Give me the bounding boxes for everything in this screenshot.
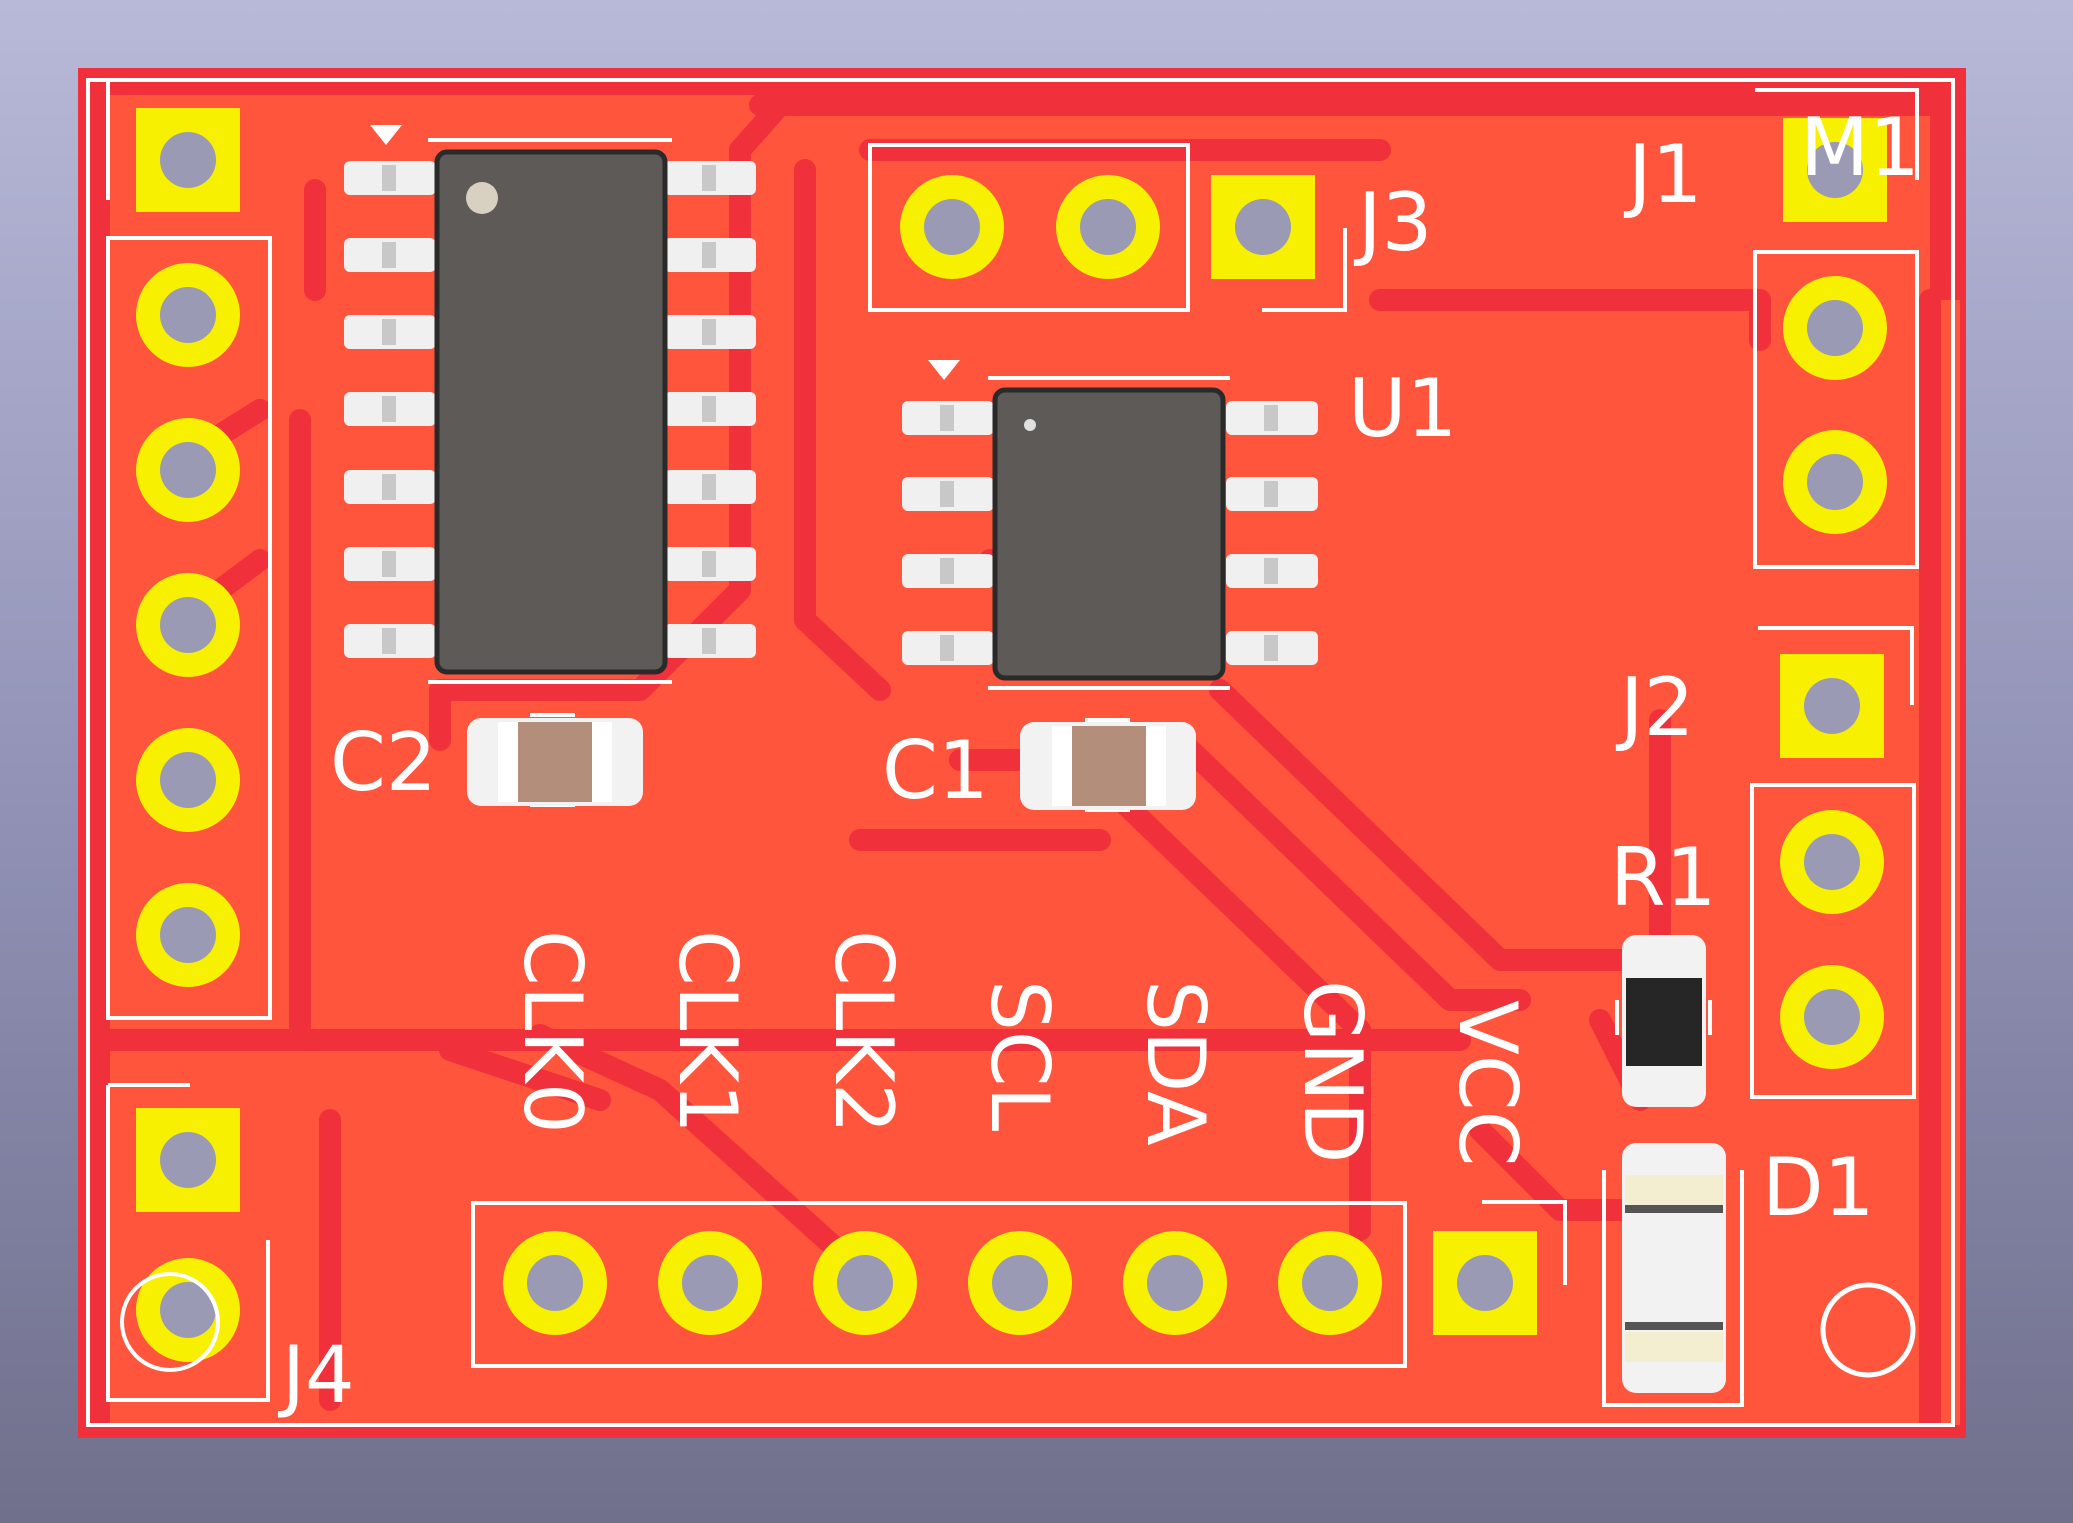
pin-label-clk2: CLK2 <box>817 930 910 1134</box>
d1-led <box>1602 1143 1744 1407</box>
j3-header <box>868 143 1347 312</box>
c2-capacitor <box>467 713 643 807</box>
copper-traces <box>99 94 1941 1436</box>
pin-label-gnd: GND <box>1286 980 1379 1163</box>
pin-label-scl: SCL <box>973 980 1066 1132</box>
j1-header <box>1753 88 1919 569</box>
pin-label-vcc: VCC <box>1441 1000 1534 1166</box>
j2-header <box>1750 626 1916 1099</box>
bottom-header <box>471 1200 1567 1368</box>
board-edge <box>86 78 1955 1427</box>
j2-ref: J2 <box>1615 661 1695 754</box>
j4-header <box>106 78 272 1402</box>
r1-ref: R1 <box>1610 831 1716 924</box>
u1-ref: U1 <box>1348 362 1457 455</box>
pin-label-clk1: CLK1 <box>661 930 754 1134</box>
pin-label-sda: SDA <box>1129 980 1222 1146</box>
j4-ref: J4 <box>277 1331 355 1421</box>
m1-ref: M1 <box>1800 101 1920 194</box>
c1-ref: C1 <box>882 724 989 817</box>
pin-label-group: CLK0 CLK1 CLK2 SCL SDA GND VCC <box>506 930 1534 1166</box>
j1-ref: J1 <box>1623 128 1703 221</box>
u1-ic <box>902 360 1318 690</box>
ic-soic14 <box>344 125 756 684</box>
pin-label-clk0: CLK0 <box>506 930 599 1134</box>
c2-ref: C2 <box>330 716 437 809</box>
c1-capacitor <box>1020 718 1196 812</box>
r1-resistor <box>1615 935 1712 1107</box>
j3-ref: J3 <box>1353 176 1433 269</box>
d1-ref: D1 <box>1762 1141 1875 1234</box>
mounting-hole-marker <box>1820 1282 1916 1378</box>
